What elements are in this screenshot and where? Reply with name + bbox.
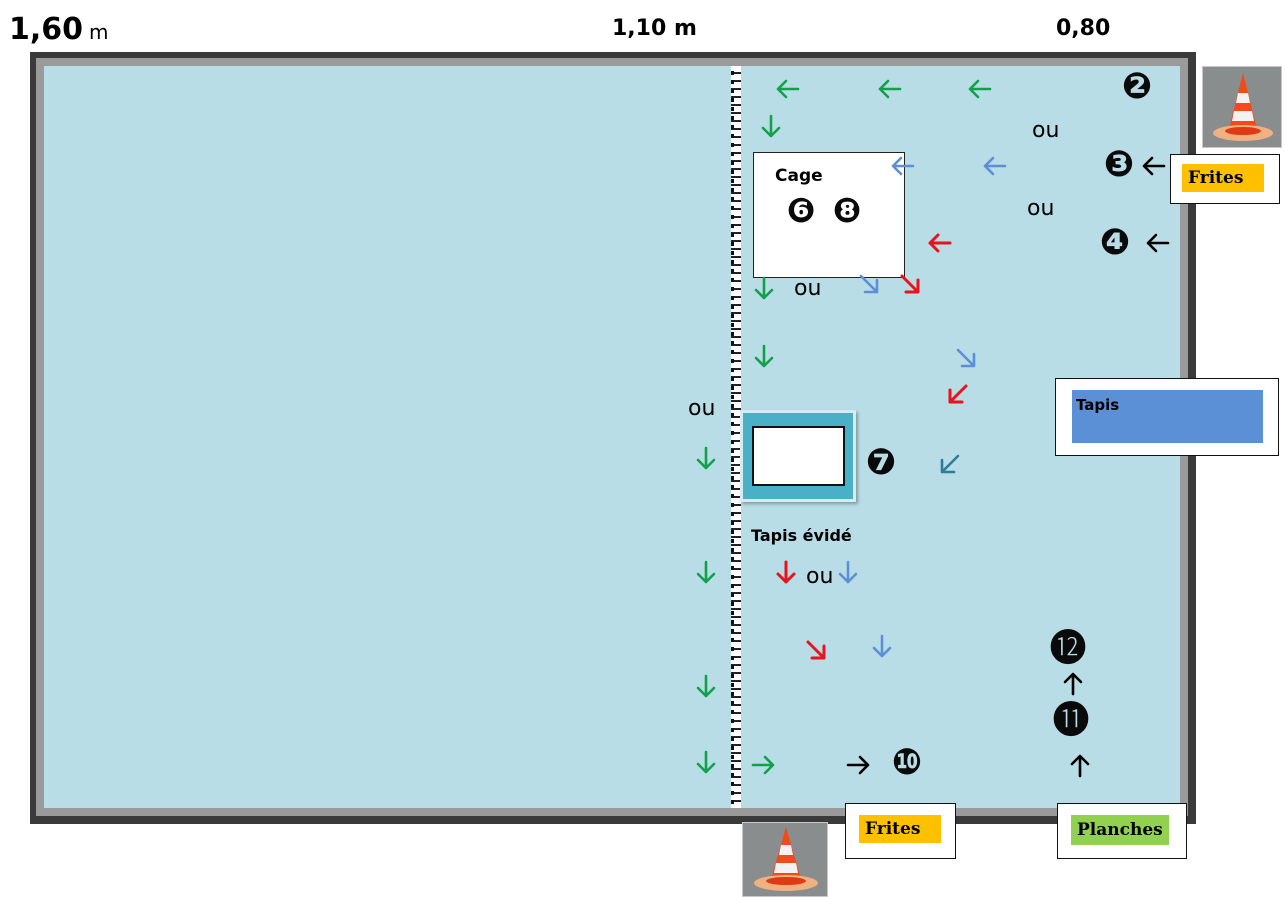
station-3-badge: ❸ [1104,150,1134,180]
or-label: ou [1032,118,1059,143]
lane-rope-floats [731,66,734,808]
pool-water [44,66,1180,808]
traffic-cone-icon [742,822,828,897]
station-6-badge: ❻ [786,196,816,226]
frites-chip-bottom: Frites [859,815,941,843]
or-label: ou [1027,196,1054,221]
planches-label: Planches [1077,820,1163,840]
station-7-badge: ❼ [866,448,896,478]
cage-label: Cage [775,166,823,186]
depth-value-deep: 1,60 [9,12,83,47]
station-8-badge: ❽ [832,196,862,226]
or-label: ou [806,564,833,589]
hollow-mat-label: Tapis évidé [751,526,852,545]
traffic-cone-icon [1202,66,1282,148]
station-10-badge: ❿ [892,748,922,778]
depth-label-shallow: 0,80 [1056,16,1110,41]
or-label: ou [794,276,821,301]
frites-label-top: Frites [1188,168,1243,188]
depth-unit-deep: m [89,20,108,44]
station-2-badge: ❷ [1122,72,1152,102]
frites-chip-top: Frites [1182,164,1264,192]
planches-chip: Planches [1071,815,1169,845]
depth-label-middle: 1,10 m [612,16,697,41]
frites-label-bottom: Frites [865,819,920,839]
station-12-badge: ⓬ [1053,634,1083,664]
hollow-mat-opening [752,426,845,486]
station-4-badge: ❹ [1100,228,1130,258]
station-11-badge: ⓫ [1056,706,1086,736]
or-label: ou [688,396,715,421]
mat-label: Tapis [1076,396,1119,414]
